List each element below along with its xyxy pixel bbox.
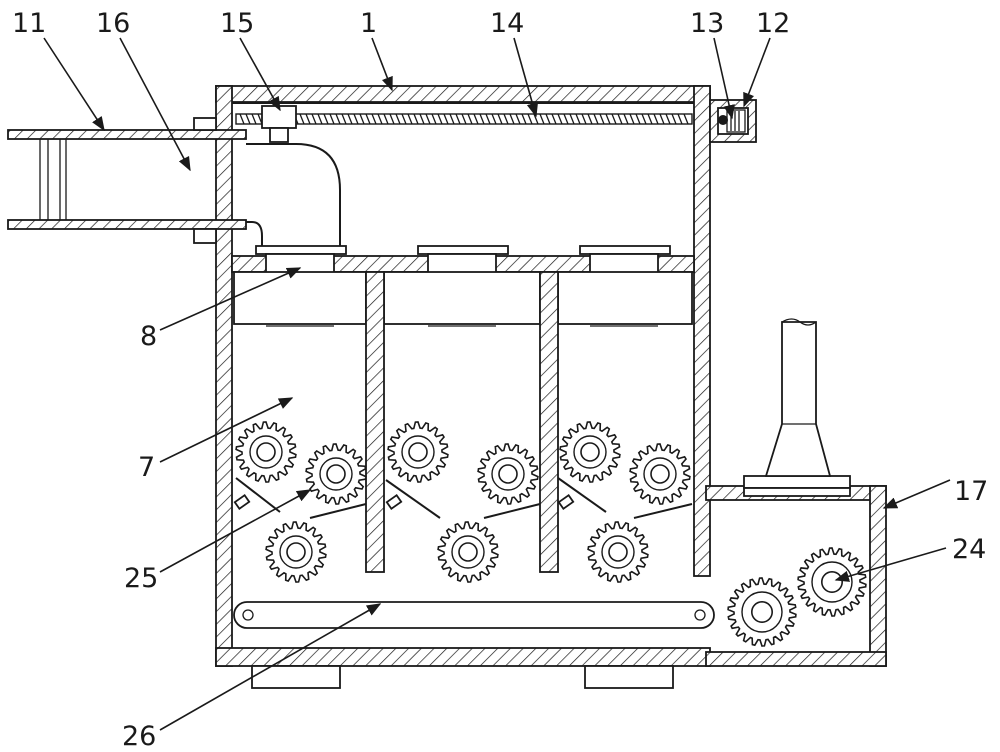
drive-gear-upper [797,547,867,617]
slider-block [261,105,297,143]
lead-screw [235,113,693,125]
grinding-gear-9 [587,521,649,583]
leader-16 [119,37,191,172]
housing-right-wall [693,85,711,577]
leader-24 [834,547,947,582]
grinding-gear-4 [387,421,449,483]
callout-11: 11 [12,8,46,39]
leader-1 [371,37,393,92]
callout-17: 17 [954,476,988,507]
leader-8 [159,267,302,331]
leader-7 [159,397,294,463]
housing-left-wall [215,85,233,667]
housing-bottom-wall [215,647,711,667]
grinding-gear-3 [265,521,327,583]
housing-top-wall [215,85,711,103]
chamber-divider-2 [539,271,559,573]
callout-12: 12 [756,8,790,39]
inlet-pipe [7,117,247,244]
grinding-gears [235,421,691,583]
conveyor-belt [233,601,715,629]
drive-gears [727,547,867,647]
grinding-gear-8 [629,443,691,505]
callout-labels: 11 16 15 1 14 13 12 8 7 25 26 17 24 [12,8,988,752]
callout-15: 15 [220,8,254,39]
exhaust-stack [764,318,832,477]
side-gearbox [705,475,887,667]
scraper-blades [233,477,693,519]
callout-25: 25 [124,563,158,594]
callout-26: 26 [122,721,156,752]
feed-hose [246,143,341,248]
leader-14 [513,37,539,118]
leader-13 [713,37,735,120]
support-foot-right [584,665,674,689]
chamber-divider-1 [365,271,385,573]
hose-flange [255,245,347,255]
callout-13: 13 [690,8,724,39]
grinding-gear-2 [305,443,367,505]
housing-inner-edge [232,102,694,104]
callout-24: 24 [952,534,986,565]
leader-12 [743,37,771,108]
grinding-gear-5 [477,443,539,505]
leader-15 [239,37,281,112]
callout-16: 16 [96,8,130,39]
grinding-gear-1 [235,421,297,483]
leader-11 [43,37,105,132]
callout-leaders [43,37,951,731]
callout-1: 1 [360,8,377,39]
motor-shaft [718,115,728,125]
grinding-gear-6 [437,521,499,583]
drive-gear-lower [727,577,797,647]
leader-26 [159,603,382,731]
motor-housing [709,99,757,143]
grinding-gear-7 [559,421,621,483]
callout-14: 14 [490,8,524,39]
callout-7: 7 [138,452,155,483]
leader-25 [159,489,312,573]
callout-8: 8 [140,321,157,352]
chamber-3 [557,245,693,327]
leader-17 [882,479,951,509]
